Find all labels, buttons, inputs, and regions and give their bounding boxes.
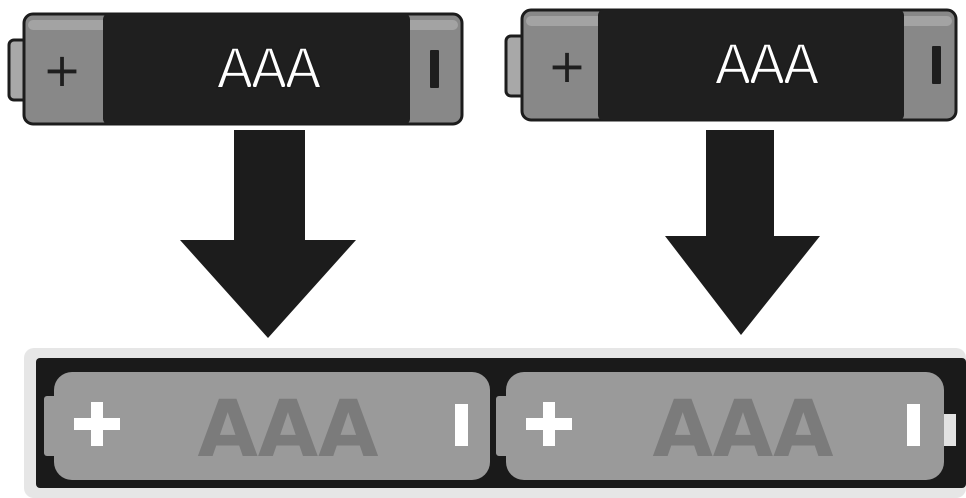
holder-slot-left: AAA <box>44 372 490 480</box>
holder-slot-left-label: AAA <box>197 385 378 475</box>
arrow-down-right-icon <box>665 130 820 335</box>
holder-slot-left-plus-icon-vertical <box>91 402 103 446</box>
battery-left-label: AAA <box>217 39 321 107</box>
holder-end-contact <box>944 414 956 446</box>
holder-slot-right-label: AAA <box>652 385 833 475</box>
holder-slot-right-minus-icon <box>907 404 920 446</box>
battery-holder: AAA AAA <box>24 348 966 498</box>
battery-left: + AAA <box>9 14 462 124</box>
holder-slot-right-plus-icon-vertical <box>543 402 555 446</box>
holder-slot-left-minus-icon <box>455 404 468 446</box>
arrow-down-left-icon <box>180 130 356 338</box>
holder-slot-right: AAA <box>496 372 944 480</box>
holder-slot-right-terminal <box>496 396 510 456</box>
battery-right: + AAA <box>506 10 956 120</box>
battery-right-label: AAA <box>715 35 819 103</box>
battery-left-minus-icon <box>430 50 439 88</box>
battery-right-plus-icon: + <box>548 39 587 93</box>
holder-slot-left-terminal <box>44 396 58 456</box>
battery-right-minus-icon <box>932 46 941 84</box>
battery-left-plus-icon: + <box>43 43 82 97</box>
